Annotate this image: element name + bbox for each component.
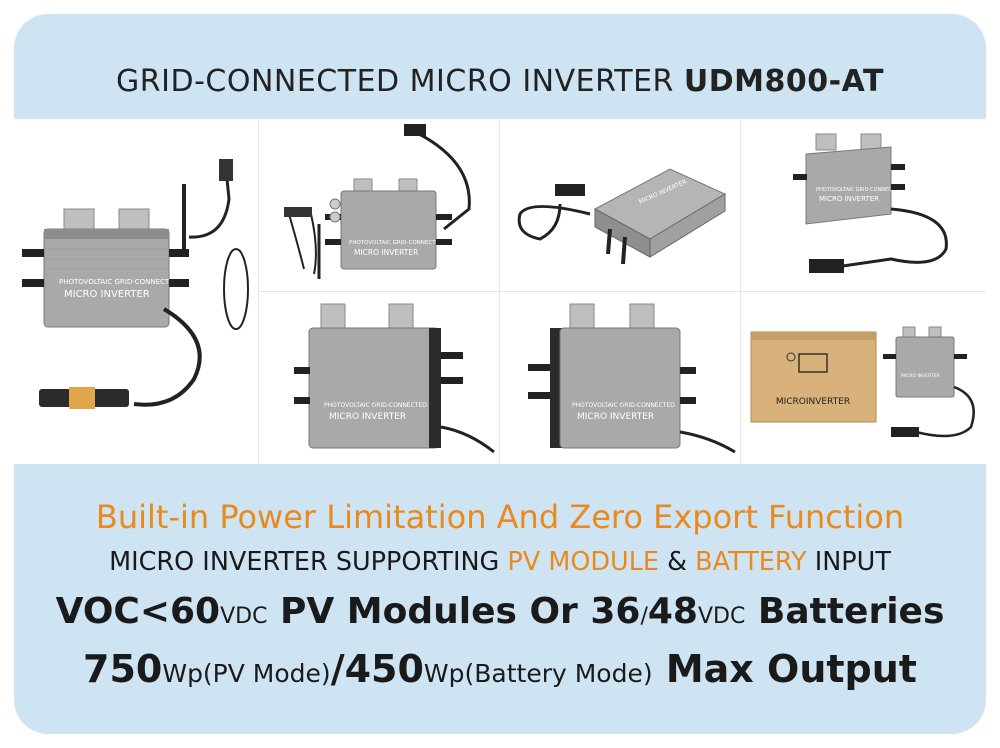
- pv-power-unit: Wp(PV Mode): [162, 659, 331, 688]
- pv-power-value: 750: [83, 647, 163, 691]
- photo-inverter-with-antenna: PHOTOVOLTAIC GRID-CONNECTED MICRO INVERT…: [14, 119, 258, 464]
- voltage-spec-line: VOC<60VDC PV Modules Or 36/48VDC Batteri…: [14, 591, 986, 632]
- input-text-1: MICRO INVERTER SUPPORTING: [109, 547, 508, 577]
- label-main-6: MICRO INVERTER: [577, 412, 654, 422]
- label-small-6: PHOTOVOLTAIC GRID-CONNECTED: [572, 402, 675, 409]
- photo-inverter-side: PHOTOVOLTAIC GRID-CONNECTED MICRO INVERT…: [500, 292, 740, 464]
- label-small-4: PHOTOVOLTAIC GRID-CONNECTED: [816, 187, 902, 193]
- photo-inverter-angled: MICRO INVERTER: [500, 119, 740, 291]
- input-amp: &: [659, 547, 696, 577]
- label-main-7: MICRO INVERTER: [901, 373, 940, 379]
- battery-power-unit: Wp(Battery Mode): [423, 659, 653, 688]
- battery-highlight: BATTERY: [695, 547, 807, 577]
- output-slash: /: [330, 647, 345, 691]
- pv-modules-text: PV Modules Or 36: [267, 591, 641, 632]
- input-text-2: INPUT: [806, 547, 891, 577]
- label-main-4: MICRO INVERTER: [819, 195, 879, 203]
- battery-power-value: 450: [344, 647, 424, 691]
- page-title: GRID-CONNECTED MICRO INVERTER UDM800-AT: [14, 64, 986, 99]
- title-prefix: GRID-CONNECTED MICRO INVERTER: [116, 64, 684, 99]
- batteries-text: Batteries: [745, 591, 945, 632]
- label-main-2: MICRO INVERTER: [354, 248, 418, 257]
- label-small-2: PHOTOVOLTAIC GRID-CONNECTED: [349, 240, 443, 246]
- vdc-unit-2: VDC: [697, 604, 746, 629]
- v48-value: 48: [647, 591, 698, 632]
- input-support-line: MICRO INVERTER SUPPORTING PV MODULE & BA…: [14, 547, 986, 577]
- label-main-5: MICRO INVERTER: [329, 412, 406, 422]
- max-output-text: Max Output: [652, 647, 917, 691]
- output-spec-line: 750Wp(PV Mode)/450Wp(Battery Mode) Max O…: [14, 647, 986, 691]
- voc-value: VOC<60: [55, 591, 221, 632]
- vdc-unit-1: VDC: [220, 604, 268, 629]
- voltage-slash: /: [640, 604, 648, 629]
- label-main-1: MICRO INVERTER: [64, 289, 150, 300]
- product-card: GRID-CONNECTED MICRO INVERTER UDM800-AT …: [14, 14, 986, 734]
- photo-inverter-accessories: PHOTOVOLTAIC GRID-CONNECTED MICRO INVERT…: [259, 119, 499, 291]
- feature-headline: Built-in Power Limitation And Zero Expor…: [95, 498, 905, 536]
- photo-inverter-cable: PHOTOVOLTAIC GRID-CONNECTED MICRO INVERT…: [741, 119, 986, 291]
- label-small-5: PHOTOVOLTAIC GRID-CONNECTED: [324, 402, 427, 409]
- product-photo-grid: PHOTOVOLTAIC GRID-CONNECTED MICRO INVERT…: [14, 119, 986, 464]
- photo-inverter-front: PHOTOVOLTAIC GRID-CONNECTED MICRO INVERT…: [259, 292, 499, 464]
- box-label: MICROINVERTER: [776, 397, 850, 407]
- label-small-1: PHOTOVOLTAIC GRID-CONNECTED: [59, 278, 179, 286]
- model-name: UDM800-AT: [683, 64, 884, 99]
- photo-inverter-box: MICROINVERTER MICRO INVERTER: [741, 292, 986, 464]
- pv-module-highlight: PV MODULE: [507, 547, 660, 577]
